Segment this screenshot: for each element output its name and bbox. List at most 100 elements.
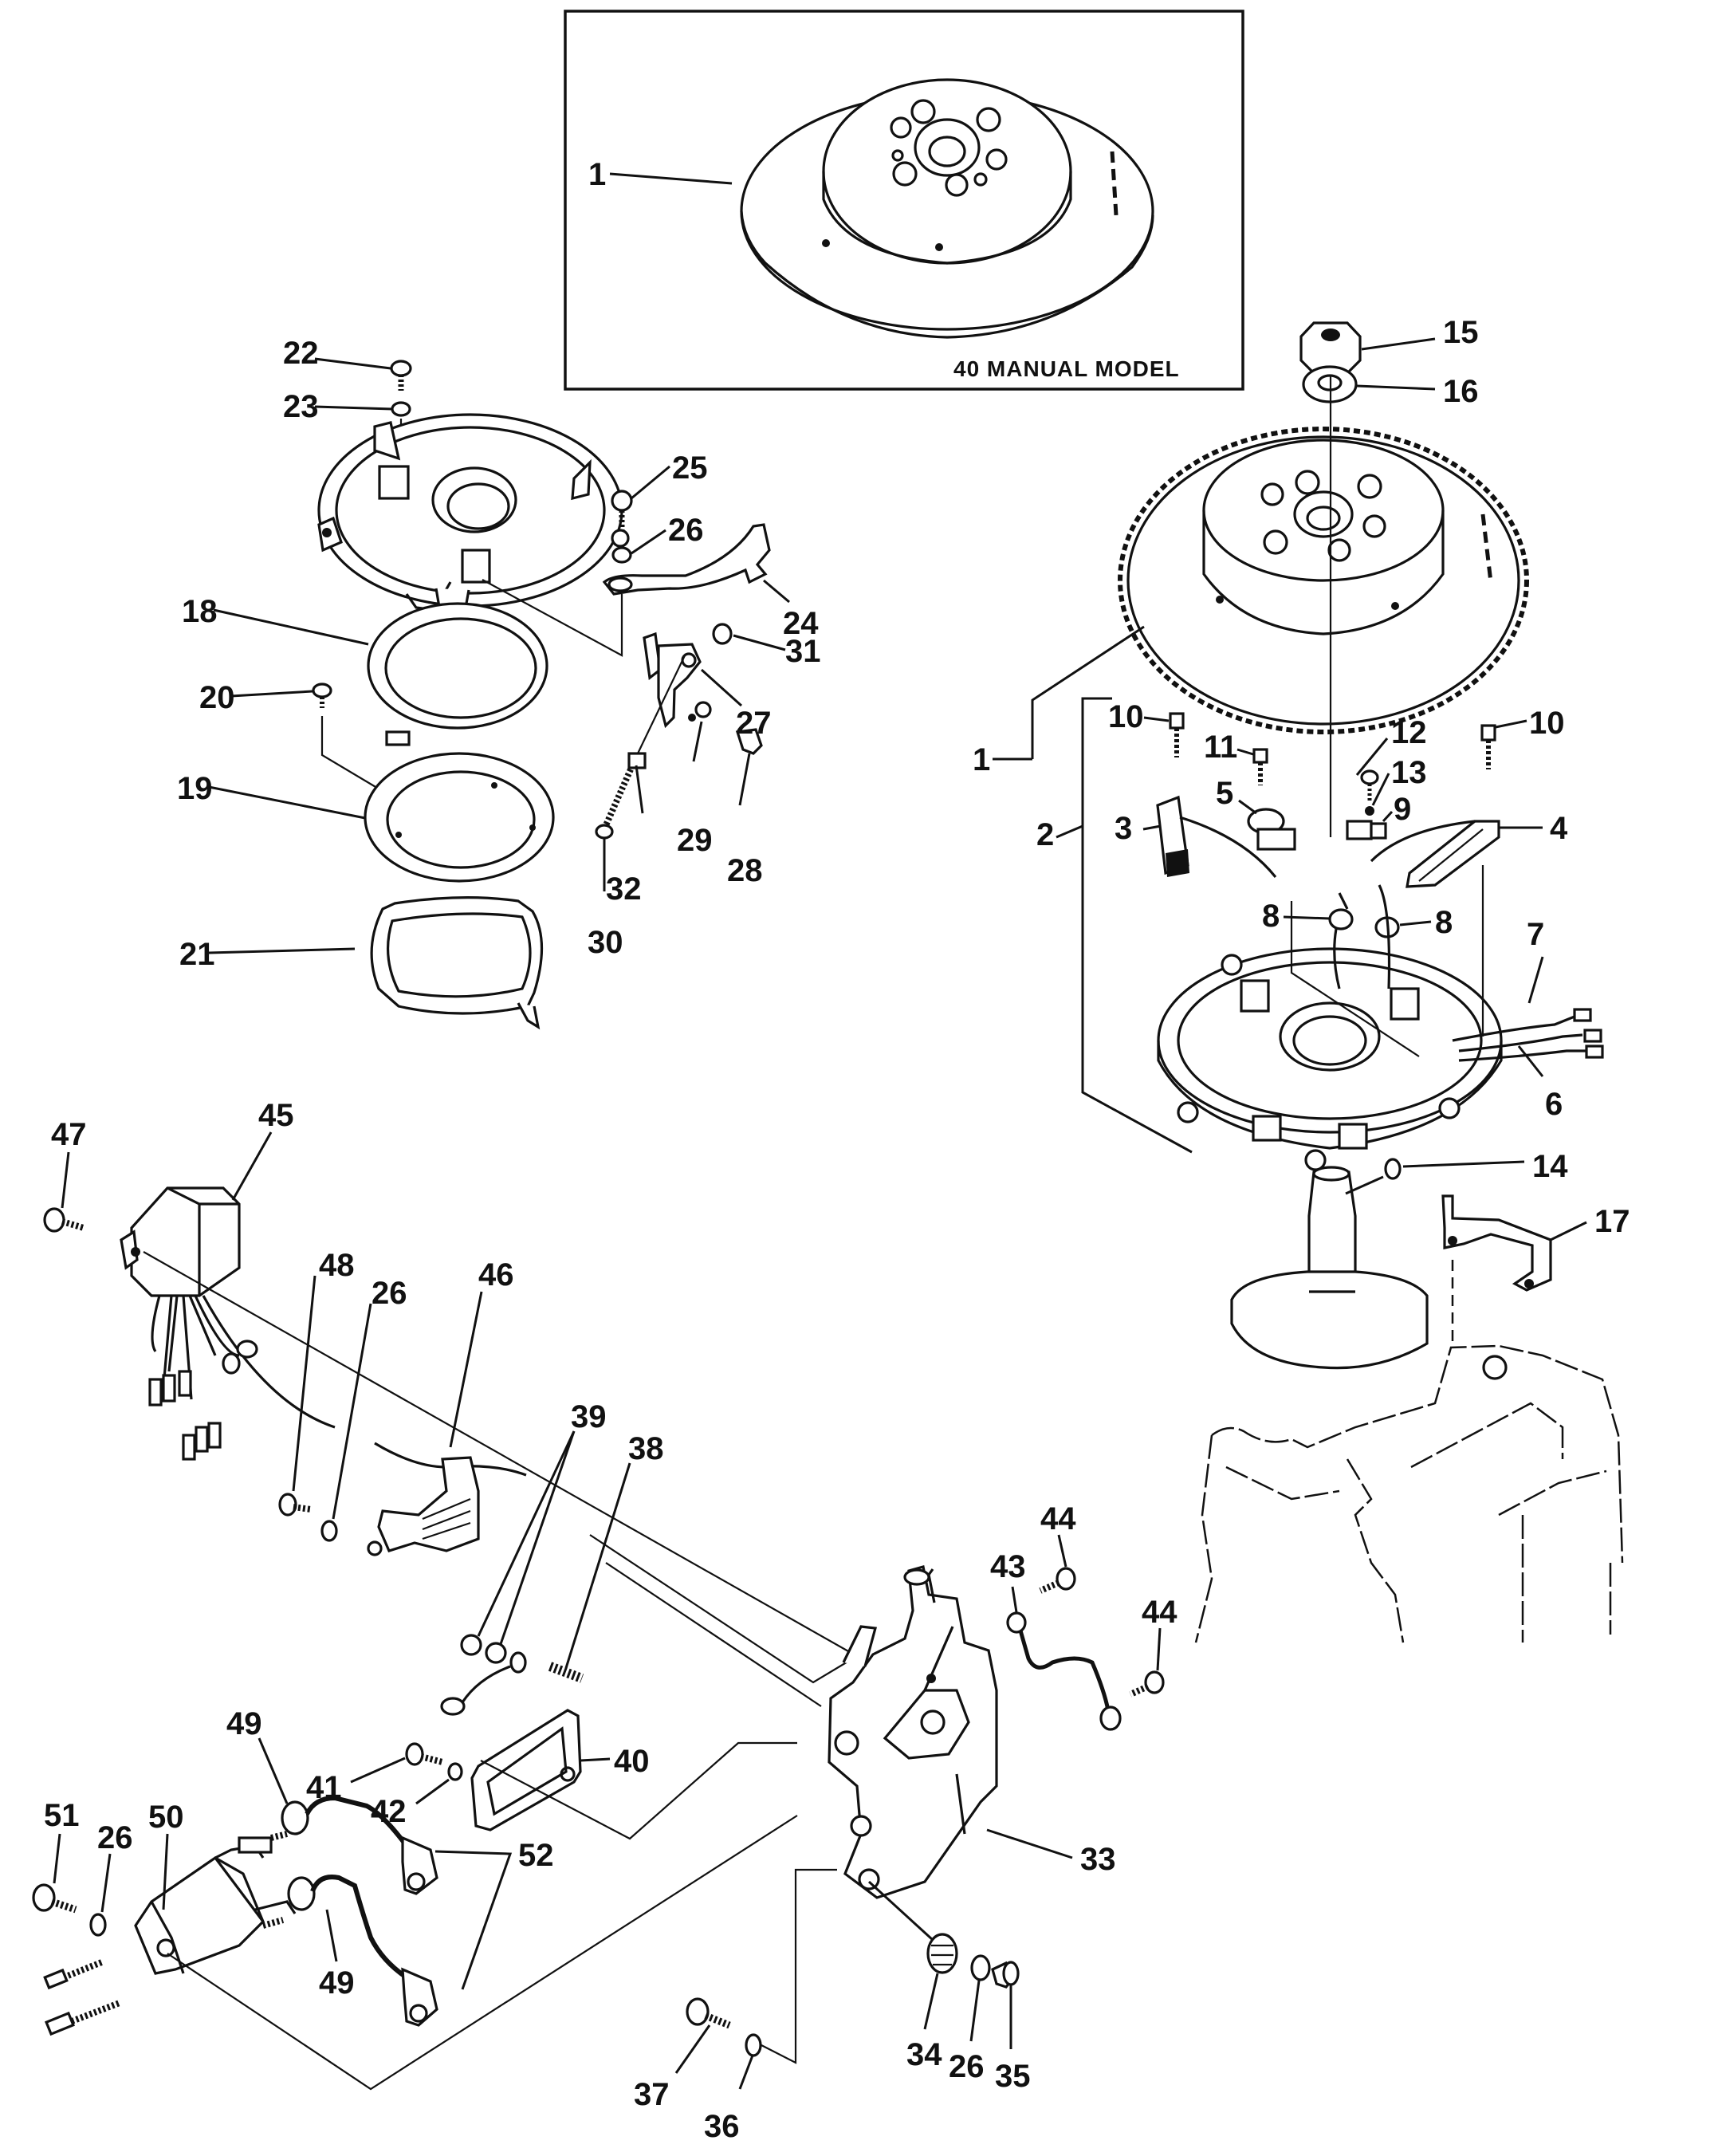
callout-26-low: 26 [949, 2049, 985, 2084]
leader-line [1517, 1045, 1544, 1077]
leader-line [609, 172, 733, 185]
leader-line [1382, 810, 1394, 823]
gasket-21 [370, 896, 544, 1030]
leader-line [208, 785, 366, 820]
callout-5: 5 [1216, 776, 1233, 811]
callout-17: 17 [1594, 1204, 1630, 1239]
rectifier-46 [367, 1456, 480, 1556]
callout-45: 45 [258, 1098, 294, 1133]
washer-42 [447, 1762, 463, 1781]
callout-15: 15 [1443, 315, 1479, 350]
callout-16: 16 [1443, 374, 1479, 409]
leader-line [1142, 824, 1162, 831]
callout-10-right: 10 [1529, 706, 1565, 741]
leader-line [580, 1757, 611, 1762]
callout-2: 2 [1036, 817, 1054, 852]
callout-8-right: 8 [1435, 905, 1453, 940]
leader-line [499, 1430, 576, 1645]
grommet-8b [1374, 884, 1400, 989]
flywheel-assembly: 15 16 [1118, 315, 1529, 837]
leader-line [434, 1850, 513, 1990]
callout-27: 27 [736, 706, 772, 741]
leader-line [314, 357, 391, 370]
callout-49-top: 49 [226, 1706, 262, 1741]
leader-line [867, 1880, 934, 1942]
leads-6-7 [1452, 1008, 1604, 1062]
leader-line [1057, 1534, 1067, 1568]
leader-line [1402, 1160, 1525, 1168]
bracket-assembly: 41 42 40 33 [306, 1501, 1177, 2144]
callout-38: 38 [628, 1431, 664, 1466]
callout-33: 33 [1080, 1842, 1116, 1877]
leader-line [1236, 748, 1254, 756]
leader-line [692, 721, 703, 762]
ignition-coil-50 [134, 1836, 297, 1975]
callout-3: 3 [1115, 811, 1132, 846]
callout-20: 20 [199, 680, 235, 715]
leader-line [350, 1757, 406, 1784]
leader-line [1031, 625, 1145, 759]
screw-44-right [1129, 1670, 1165, 1698]
leader-line [674, 2024, 711, 2074]
leader-line [1527, 956, 1544, 1004]
mounting-axis [143, 1251, 862, 1659]
callout-37: 37 [634, 2077, 670, 2112]
callout-18: 18 [182, 594, 218, 629]
leader-line [332, 1303, 372, 1520]
inset-frame [564, 10, 1244, 391]
leader-line [1371, 773, 1390, 806]
callout-29: 29 [677, 823, 713, 858]
leader-line [1283, 915, 1331, 920]
screw-47 [43, 1207, 85, 1233]
spark-lead-lower [287, 1875, 438, 2027]
screw-35 [991, 1961, 1020, 1989]
leader-line [1345, 1175, 1384, 1195]
callout-35: 35 [995, 2059, 1031, 2094]
callout-19: 19 [177, 771, 213, 806]
leader-line [314, 405, 393, 411]
inset-flywheel [740, 78, 1154, 339]
clamp-5 [1247, 808, 1296, 851]
callout-51: 51 [44, 1798, 80, 1833]
callout-10-left: 10 [1108, 699, 1144, 734]
screw-41 [405, 1742, 444, 1766]
ignition-coil-area: 51 26 50 [32, 1706, 798, 2091]
callout-40: 40 [614, 1744, 650, 1779]
leader-line [1011, 1586, 1018, 1613]
leader-line [738, 753, 751, 806]
callout-48: 48 [319, 1248, 355, 1283]
callout-1: 1 [973, 742, 990, 777]
screw-22 [390, 360, 412, 391]
screw-44-top [1039, 1567, 1076, 1594]
leader-line [231, 1131, 273, 1201]
leader-line [53, 1833, 61, 1884]
engine-block [1194, 1344, 1624, 1643]
callout-21: 21 [179, 937, 215, 972]
callout-7: 7 [1527, 917, 1544, 952]
ignition-pack-area: 47 45 48 26 [43, 1098, 862, 1716]
grommet-34 [926, 1933, 958, 1974]
callout-32: 32 [606, 871, 642, 907]
callout-52: 52 [518, 1838, 554, 1873]
leader-line [292, 1275, 316, 1492]
coil-3 [1156, 795, 1277, 878]
washer-26-top [611, 546, 632, 564]
leader-line [208, 947, 356, 954]
callout-4: 4 [1550, 811, 1568, 846]
callout-23: 23 [283, 389, 319, 424]
callout-14: 14 [1532, 1149, 1568, 1184]
leader-line [923, 1973, 939, 2030]
clip-9 [1346, 820, 1387, 840]
ring-18 [367, 602, 548, 746]
leader-line [763, 579, 790, 604]
leader-line [1355, 738, 1389, 776]
callout-11: 11 [1204, 730, 1237, 765]
leader-line [631, 529, 666, 555]
washer-23 [391, 401, 411, 417]
leader-line [1361, 337, 1436, 351]
screws-10-11-12-13 [1169, 712, 1496, 816]
leader-line [1081, 697, 1193, 1154]
stator-base [1157, 947, 1503, 1171]
bracket-17 [1441, 1194, 1552, 1292]
armature-plate-assembly: 22 23 [177, 336, 821, 1030]
